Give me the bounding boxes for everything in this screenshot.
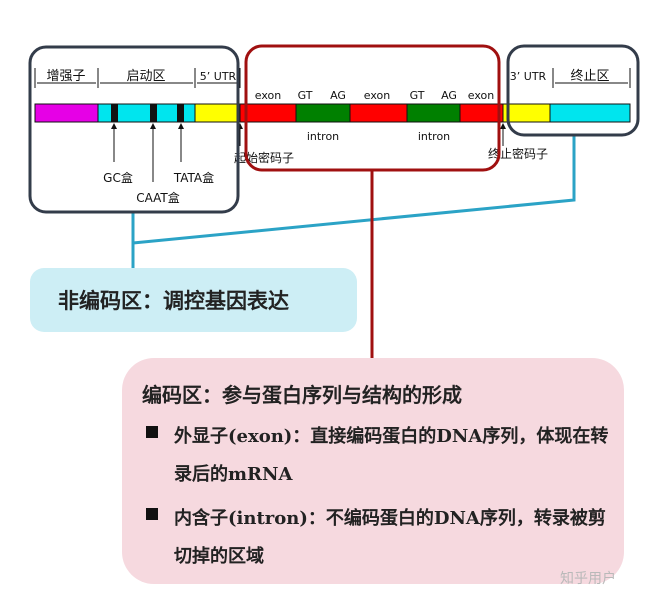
- noncoding-region-box: 非编码区：调控基因表达: [30, 268, 357, 332]
- noncoding-region-text: 非编码区：调控基因表达: [58, 289, 289, 313]
- ag-label-2: AG: [441, 89, 457, 102]
- caat-box-label: CAAT盒: [136, 190, 180, 205]
- coding-item-exon: 外显子(exon)：直接编码蛋白的DNA序列，体现在转录后的mRNA: [142, 418, 624, 494]
- region-dimension-lines: [34, 68, 631, 88]
- stop-codon-label: 终止密码子: [488, 146, 548, 161]
- intron-segment-1: [295, 103, 351, 123]
- intron-label-2: intron: [418, 130, 450, 143]
- exon-label-2: exon: [364, 89, 390, 102]
- utr3-segment: [502, 103, 551, 123]
- intron-label-1: intron: [307, 130, 339, 143]
- coding-region-frame: [244, 44, 501, 172]
- gc-box-label: GC盒: [103, 170, 133, 185]
- gt-label-2: GT: [410, 89, 425, 102]
- exon-segment-1: [239, 103, 297, 123]
- gc-box-mark: [111, 104, 118, 122]
- noncoding-upstream-frame: [28, 45, 240, 214]
- gt-label-1: GT: [298, 89, 313, 102]
- tata-box-label: TATA盒: [173, 170, 214, 185]
- enhancer-label: 增强子: [46, 69, 85, 84]
- terminator-segment: [549, 103, 631, 123]
- utr3-label: 3’ UTR: [510, 70, 547, 83]
- coding-item-intron-text: 内含子(intron)：不编码蛋白的DNA序列，转录被剪切掉的区域: [174, 508, 606, 567]
- utr5-label: 5’ UTR: [200, 70, 237, 83]
- noncoding-connector-line-right: [132, 135, 576, 245]
- caat-box-mark: [150, 104, 157, 122]
- ag-label-1: AG: [330, 89, 346, 102]
- noncoding-downstream-frame: [506, 44, 640, 137]
- exon-label-1: exon: [255, 89, 281, 102]
- enhancer-segment: [34, 103, 99, 123]
- watermark: 知乎用户: [560, 571, 616, 587]
- coding-region-box: 编码区：参与蛋白序列与结构的形成 外显子(exon)：直接编码蛋白的DNA序列，…: [122, 358, 624, 584]
- start-codon-label: 起始密码子: [234, 150, 294, 165]
- tata-box-mark: [177, 104, 184, 122]
- coding-region-title: 编码区：参与蛋白序列与结构的形成: [142, 383, 462, 407]
- terminator-label: 终止区: [570, 68, 609, 84]
- coding-item-exon-text: 外显子(exon)：直接编码蛋白的DNA序列，体现在转录后的mRNA: [174, 426, 609, 485]
- exon-label-3: exon: [468, 89, 494, 102]
- bullet-icon: [146, 508, 158, 520]
- exon-segment-3: [459, 103, 504, 123]
- utr5-segment: [194, 103, 241, 123]
- bullet-icon: [146, 426, 158, 438]
- coding-item-intron: 内含子(intron)：不编码蛋白的DNA序列，转录被剪切掉的区域: [142, 500, 624, 576]
- exon-segment-2: [349, 103, 408, 123]
- intron-segment-2: [406, 103, 461, 123]
- promoter-label: 启动区: [126, 69, 165, 84]
